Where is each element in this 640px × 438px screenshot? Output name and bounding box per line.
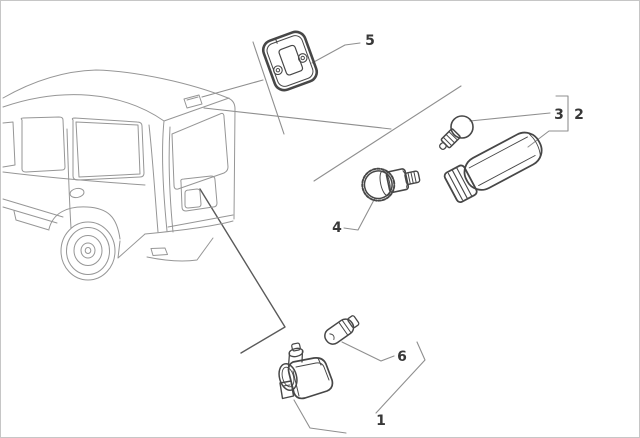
part6-filament xyxy=(329,333,335,341)
part6-glass xyxy=(324,318,355,345)
van-rear-wheel xyxy=(60,221,116,281)
van-licence-recess-inner xyxy=(184,188,202,209)
part5-screw-left xyxy=(273,65,283,76)
van-crease-2 xyxy=(2,206,58,224)
van-window-quarter xyxy=(71,117,145,181)
part5-notch xyxy=(275,38,278,44)
van-window-front xyxy=(2,121,16,168)
van-rear-right-edge xyxy=(233,108,236,220)
van-rear-door-edge xyxy=(168,126,174,233)
callout-5[interactable]: 5 xyxy=(365,33,375,49)
van-tailgate-bottom xyxy=(167,214,234,228)
leader-label-6 xyxy=(341,341,395,362)
part4-body-arc xyxy=(402,170,408,188)
van-underbody xyxy=(117,233,146,259)
van-c-pillar xyxy=(162,120,168,232)
part6-wedge-base xyxy=(347,315,360,329)
callout-labels: 5 3 2 4 6 1 xyxy=(332,33,584,429)
van-licence-recess xyxy=(180,175,218,212)
part1-housing xyxy=(287,357,334,400)
leader-cluster-cross xyxy=(313,85,462,182)
part-3-bulb xyxy=(439,115,474,150)
leader-part5-corner xyxy=(252,41,285,135)
van-wheel-arch xyxy=(48,206,121,240)
van-roof xyxy=(2,69,236,110)
part1-mount-tab xyxy=(279,380,295,400)
leader-label-3 xyxy=(469,112,551,122)
leader-label-4 xyxy=(343,197,376,231)
callout-2[interactable]: 2 xyxy=(574,107,584,123)
leader-lamp-to-part5 xyxy=(201,79,264,98)
van-sill xyxy=(13,210,50,231)
part-6-wedge-bulb xyxy=(324,315,360,345)
part1-notch xyxy=(317,357,322,366)
van-rear-top-edge xyxy=(163,97,230,122)
callout-6[interactable]: 6 xyxy=(397,349,407,365)
part1-bulb-tip xyxy=(291,342,301,352)
van-c-pillar-inner xyxy=(148,124,159,233)
part1-flange xyxy=(278,363,298,391)
leader-lamp-to-cluster xyxy=(203,107,392,130)
leader-lines xyxy=(199,41,569,434)
van-door-seam xyxy=(66,128,72,229)
part-1-licence-plate-lamp xyxy=(278,342,334,400)
bracket-label-1 xyxy=(293,399,347,434)
part4-cap-face xyxy=(379,170,391,197)
part1-housing-inner xyxy=(295,362,330,381)
leader-label-1 xyxy=(375,341,426,414)
van-fuel-cap xyxy=(69,187,85,199)
van-beltline xyxy=(2,171,146,186)
van-bumper-step xyxy=(150,247,168,256)
part5-inner-shell xyxy=(266,35,314,87)
part4-knurled-cap xyxy=(361,167,396,202)
part3-glass xyxy=(450,115,474,139)
part5-screw-right xyxy=(297,53,308,63)
bracket-labels-3-2 xyxy=(527,95,569,148)
part-5-third-stop-lamp xyxy=(261,30,319,92)
callout-1[interactable]: 1 xyxy=(376,413,386,429)
part5-outer-shell xyxy=(261,30,319,92)
part-4-bulb-holder xyxy=(361,167,421,202)
van-crease-1 xyxy=(2,198,64,218)
part2-end-arc xyxy=(526,132,541,158)
van-bumper-bottom xyxy=(146,237,214,262)
leader-tailgate-lamp xyxy=(199,188,286,354)
part2-end-cap xyxy=(443,164,478,204)
part-2-lamp-body xyxy=(443,131,543,204)
callout-4[interactable]: 4 xyxy=(332,220,342,236)
van-high-mount-lamp xyxy=(183,94,203,109)
part3-contact-tip xyxy=(439,142,447,150)
van-drip-rail xyxy=(2,94,165,122)
van-bumper-top xyxy=(144,220,234,235)
callout-3[interactable]: 3 xyxy=(554,107,564,123)
van-illustration xyxy=(2,69,236,281)
van-window-quarter-inner xyxy=(75,121,141,178)
part2-body xyxy=(463,131,543,191)
van-window-middle xyxy=(20,116,66,173)
van-rear-window xyxy=(171,112,229,190)
leader-label-5 xyxy=(311,42,361,64)
